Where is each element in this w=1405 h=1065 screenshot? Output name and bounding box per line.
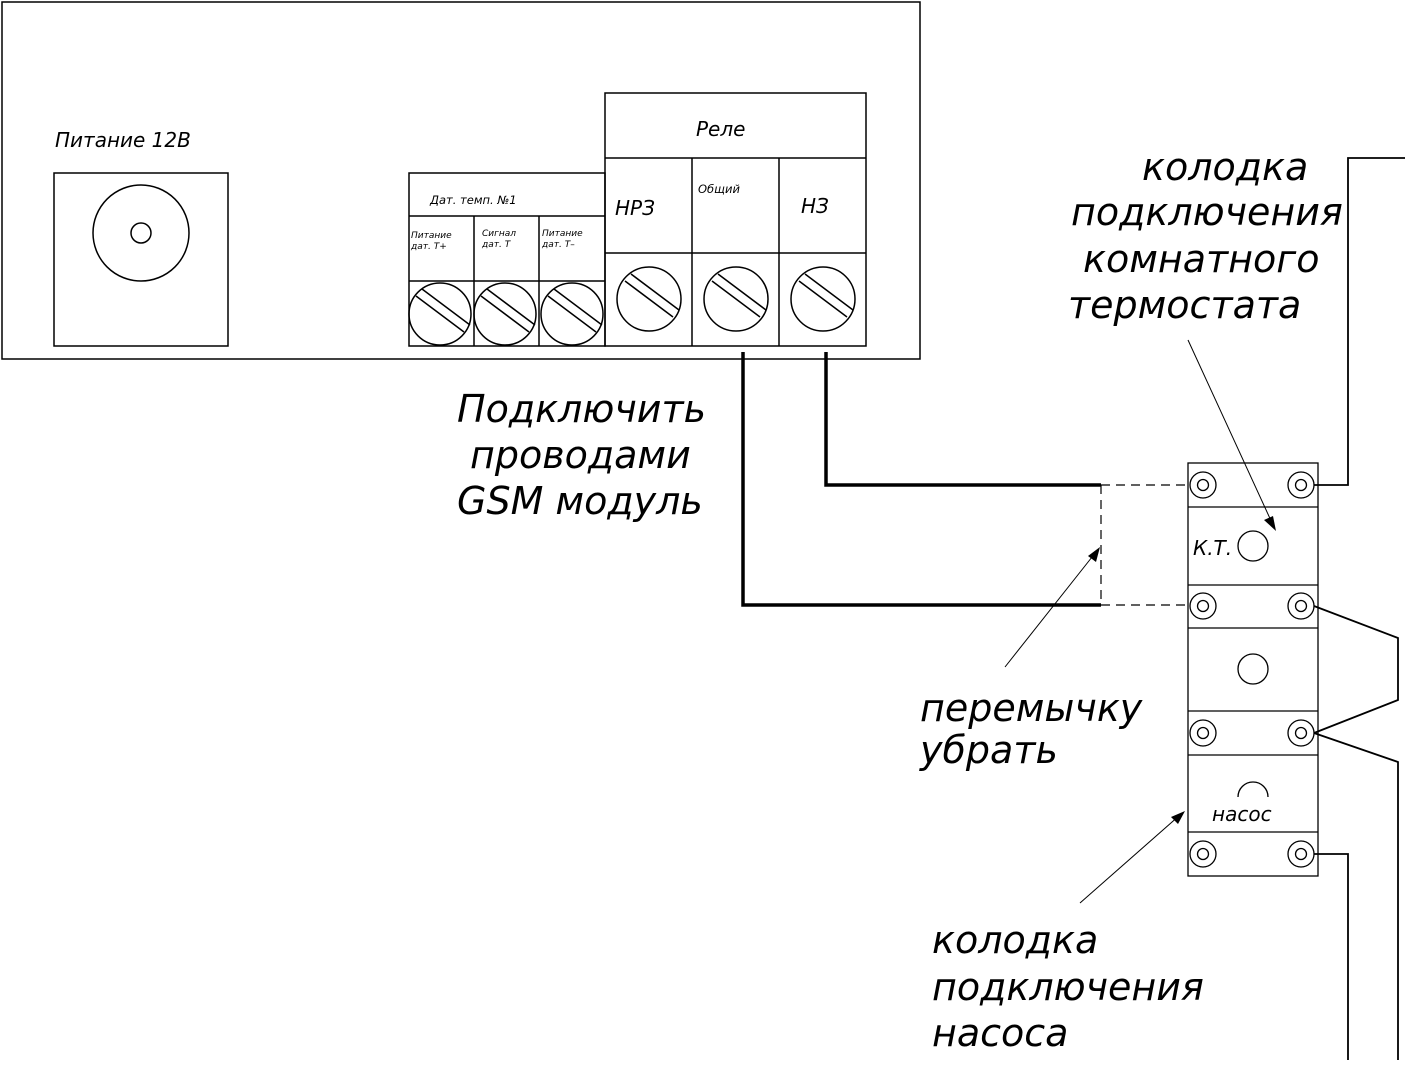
terminal-strip [1187,462,1319,877]
power-label: Питание 12В [55,128,191,152]
relay-title: Реле [696,117,745,141]
jumper-dashed [1100,484,1188,606]
gsm-note-line2: проводами [470,433,691,477]
thermostat-strip-label: К.Т. [1193,536,1232,560]
sensor-terminal-1-label-line1: Питание [411,231,452,241]
relay-terminal-common-label: Общий [698,182,740,196]
outgoing-wires [1313,157,1405,1060]
strip-screws [1189,471,1315,868]
thermostat-note: колодка подключения комнатного термостат… [1068,145,1343,327]
pump-strip-label: насос [1212,802,1272,826]
thermostat-note-line3: комнатного [1083,237,1319,281]
sensor-screw-1 [408,282,472,346]
sensor-block-title: Дат. темп. №1 [429,193,517,207]
pump-note: колодка подключения насоса [932,918,1204,1055]
leader-thermostat [1187,339,1276,531]
sensor-screw-2 [473,282,537,346]
relay-terminal-block [604,92,867,347]
gsm-note-line1: Подключить [457,387,706,431]
wire-common [741,352,1101,607]
pump-note-line2: подключения [932,965,1204,1009]
sensor-terminal-1-label-line2: дат. Т+ [410,242,447,252]
pump-note-line3: насоса [932,1011,1068,1055]
jumper-note-line1: перемычку [920,686,1143,730]
jumper-note: перемычку убрать [919,686,1143,772]
sensor-screw-3 [540,282,604,346]
pump-note-line1: колодка [932,918,1098,962]
gsm-note: Подключить проводами GSM модуль [457,387,706,523]
relay-screw-common [703,266,769,332]
gsm-note-line3: GSM модуль [457,479,703,523]
leader-jumper [1004,547,1100,668]
relay-screw-nz [790,266,856,332]
leader-pump [1079,811,1185,904]
sensor-terminal-2-label-line1: Сигнал [482,229,516,239]
jumper-note-line2: убрать [919,728,1058,772]
relay-screw-nrz [616,266,682,332]
relay-terminal-nz-label: НЗ [801,194,829,218]
thermostat-note-line1: колодка [1142,145,1308,189]
sensor-terminal-3-label-line2: дат. Т– [541,240,575,250]
power-connector [53,172,229,347]
wire-nz [824,352,1101,487]
controller-housing [1,1,921,360]
strip-mounting-holes [1237,530,1269,798]
thermostat-note-line2: подключения [1071,190,1343,234]
relay-terminal-nrz-label: НРЗ [615,196,655,220]
sensor-terminal-3-label-line1: Питание [542,229,583,239]
thermostat-note-line4: термостата [1068,283,1301,327]
sensor-terminal-2-label-line2: дат. Т [481,240,512,250]
